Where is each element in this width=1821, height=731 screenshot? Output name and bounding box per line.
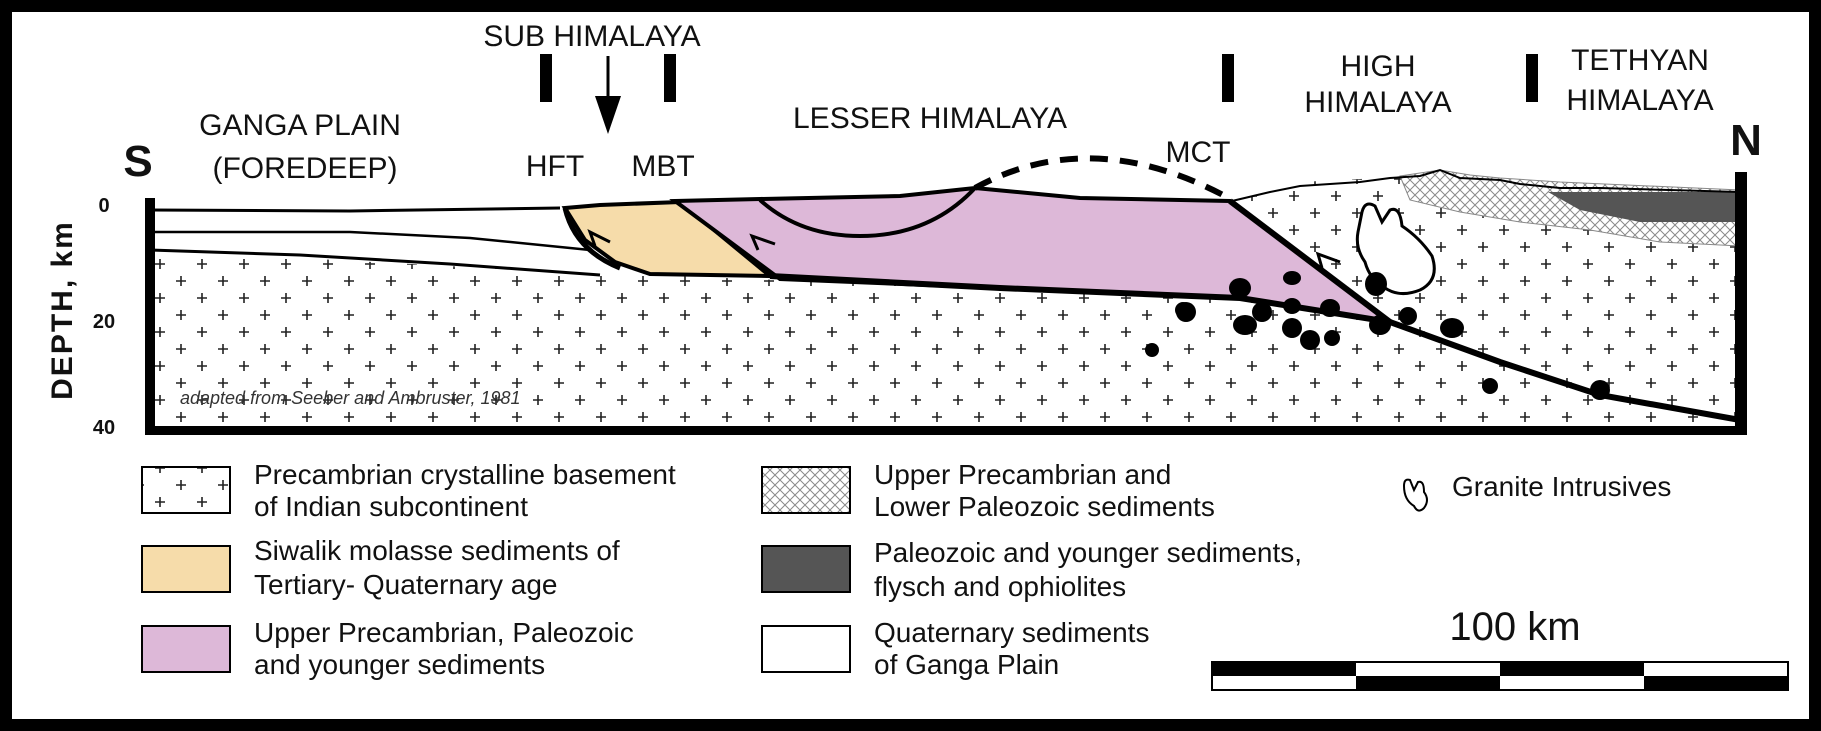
lesser-himalaya-label: LESSER HIMALAYA <box>793 102 1067 135</box>
legend-quaternary-2: of Ganga Plain <box>874 649 1059 680</box>
high-himalaya-label-2: HIMALAYA <box>1304 86 1451 119</box>
depth-axis-title: DEPTH, km <box>46 220 79 400</box>
high-himalaya-label-1: HIGH <box>1341 50 1416 83</box>
direction-south: S <box>123 137 152 186</box>
section-base-line <box>145 426 1747 435</box>
hypocenter <box>1300 330 1320 350</box>
legend-upper-precambrian-2: and younger sediments <box>254 649 545 680</box>
scale-bar-label: 100 km <box>1449 605 1580 649</box>
hypocenter <box>1282 318 1302 338</box>
direction-north: N <box>1730 116 1762 165</box>
hypocenter <box>1369 315 1391 335</box>
hypocenter <box>1252 302 1272 322</box>
foredeep-label: (FOREDEEP) <box>212 152 397 185</box>
legend-siwalik-1: Siwalik molasse sediments of <box>254 535 620 566</box>
legend-crystalline-basement-2: of Indian subcontinent <box>254 491 528 522</box>
hypocenter <box>1283 271 1301 285</box>
legend-upper-precambrian-lower-paleozoic-2: Lower Paleozoic sediments <box>874 491 1215 522</box>
depth-tick-40: 40 <box>93 417 115 439</box>
scale-bar-segment <box>1500 662 1644 676</box>
hypocenter <box>1283 298 1301 314</box>
legend-paleozoic-younger-2: flysch and ophiolites <box>874 571 1126 602</box>
legend-swatch-crystalline-basement <box>142 467 230 513</box>
scale-bar-segment <box>1212 662 1356 676</box>
section-left-post <box>145 198 155 434</box>
hypocenter <box>1365 272 1387 296</box>
mbt-label: MBT <box>631 150 694 183</box>
legend-granite: Granite Intrusives <box>1452 471 1671 502</box>
hypocenter <box>1229 278 1251 298</box>
region-divider-bar <box>1222 54 1234 102</box>
hypocenter <box>1590 380 1610 400</box>
legend-crystalline-basement-1: Precambrian crystalline basement <box>254 459 676 490</box>
region-divider-bar <box>1526 54 1538 102</box>
section-right-post <box>1735 172 1747 434</box>
region-divider-bar <box>540 54 552 102</box>
legend-swatch-paleozoic-younger <box>762 546 850 592</box>
legend-swatch-upper-precambrian <box>142 626 230 672</box>
hypocenter <box>1482 378 1498 394</box>
scale-bar-segment <box>1644 676 1788 690</box>
ganga-plain-label: GANGA PLAIN <box>199 109 401 142</box>
legend-siwalik-2: Tertiary- Quaternary age <box>254 569 557 600</box>
legend-upper-precambrian-1: Upper Precambrian, Paleozoic <box>254 617 634 648</box>
hypocenter <box>1440 318 1464 338</box>
sub-himalaya-label: SUB HIMALAYA <box>483 20 700 53</box>
hypocenter <box>1145 343 1159 357</box>
hypocenter <box>1175 302 1191 318</box>
hypocenter <box>1233 315 1257 335</box>
hft-label: HFT <box>526 150 584 183</box>
legend-upper-precambrian-lower-paleozoic-1: Upper Precambrian and <box>874 459 1171 490</box>
mct-label: MCT <box>1166 136 1231 169</box>
scale-bar-segment <box>1356 676 1500 690</box>
hypocenter <box>1399 307 1417 325</box>
legend-swatch-siwalik <box>142 546 230 592</box>
legend-quaternary-1: Quaternary sediments <box>874 617 1149 648</box>
legend-paleozoic-younger-1: Paleozoic and younger sediments, <box>874 537 1302 568</box>
legend-swatch-quaternary <box>762 626 850 672</box>
tethyan-himalaya-label-2: HIMALAYA <box>1566 84 1713 117</box>
depth-tick-20: 20 <box>93 311 115 333</box>
hypocenter <box>1320 299 1340 317</box>
tethyan-himalaya-label-1: TETHYAN <box>1571 44 1709 77</box>
depth-tick-0: 0 <box>98 195 109 217</box>
hypocenter <box>1324 330 1340 346</box>
source-credit: adapted from Seeber and Ambruster, 1981 <box>180 388 521 408</box>
legend-swatch-upper-precambrian-lower-paleozoic <box>762 467 850 513</box>
region-divider-bar <box>664 54 676 102</box>
